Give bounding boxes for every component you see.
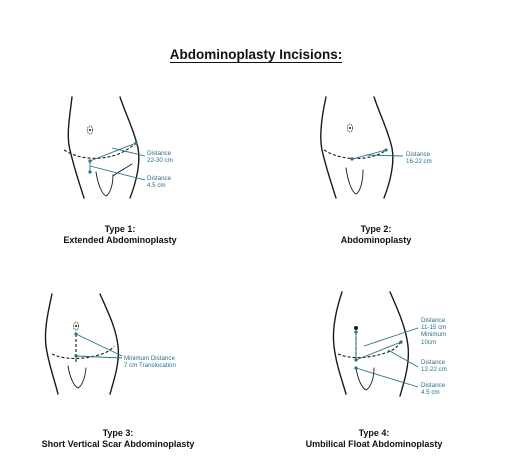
annotation-minimum-distance: Minimum Distance 7 cm Translocation xyxy=(124,355,176,370)
annotation-distance-22-30: Distance 22-30 cm xyxy=(147,150,173,165)
annotation-distance-11-15: Distance 11-15 cm Minimum 10cm xyxy=(421,317,447,346)
torso-type-3-illustration xyxy=(44,293,123,395)
annotation-distance-12-22: Distance 12-22 cm xyxy=(421,359,447,374)
caption-type-2: Type 2: Abdominoplasty xyxy=(340,224,412,245)
torso-type-1-illustration xyxy=(63,96,146,199)
figure-type-2: Distance 16-22 cm Type 2: Abdominoplasty xyxy=(256,0,512,250)
figure-type-4: Distance 11-15 cm Minimum 10cm Distance … xyxy=(256,250,512,470)
annotation-distance-4-5: Distance 4.5 cm xyxy=(147,175,172,190)
caption-type-3: Type 3: Short Vertical Scar Abdominoplas… xyxy=(41,428,195,449)
annotation-distance-4-5-type-4: Distance 4.5 cm xyxy=(421,382,446,397)
figure-type-3: Minimum Distance 7 cm Translocation Type… xyxy=(0,250,256,470)
torso-type-4-illustration xyxy=(332,291,419,397)
annotation-distance-16-22: Distance 16-22 cm xyxy=(406,151,432,166)
caption-type-1: Type 1: Extended Abdominoplasty xyxy=(63,224,177,245)
page-title: Abdominoplasty Incisions: xyxy=(169,47,343,63)
torso-type-2-illustration xyxy=(320,96,404,199)
figure-type-1: Distance 22-30 cm Distance 4.5 cm Type 1… xyxy=(0,0,256,250)
caption-type-4: Type 4: Umbilical Float Abdominoplasty xyxy=(305,428,443,449)
